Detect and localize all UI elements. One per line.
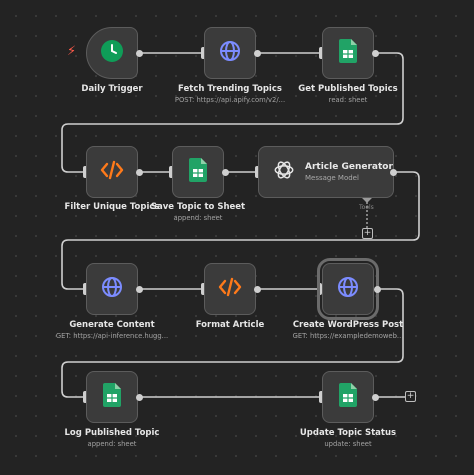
output-port[interactable]: [136, 169, 143, 176]
node-subtitle: GET: https://api-inference.hugg...: [55, 332, 169, 340]
input-port[interactable]: [169, 166, 174, 178]
node-subtitle: read: sheet: [328, 96, 368, 104]
node-save-topic-to-sheet[interactable]: [172, 146, 224, 198]
input-port[interactable]: [83, 166, 88, 178]
node-subtitle: POST: https://api.apify.com/v2/...: [174, 96, 286, 104]
input-port[interactable]: [83, 391, 88, 403]
code-icon: [218, 275, 242, 303]
input-port[interactable]: [201, 283, 206, 295]
tools-label: Tools: [359, 204, 374, 211]
code-icon: [100, 158, 124, 186]
google-sheets-icon: [103, 383, 121, 411]
node-label: Filter Unique Topics: [64, 202, 160, 212]
node-label: Log Published Topic: [64, 428, 160, 438]
node-filter-unique-topics[interactable]: [86, 146, 138, 198]
connection-create-to-log: [61, 288, 404, 398]
node-label: Fetch Trending Topics: [178, 84, 282, 94]
globe-icon: [336, 275, 360, 303]
node-daily-trigger[interactable]: [86, 27, 138, 79]
output-port[interactable]: [372, 50, 379, 57]
add-node-button[interactable]: +: [405, 391, 416, 402]
input-port[interactable]: [83, 283, 88, 295]
add-tool-button[interactable]: +: [362, 228, 373, 239]
node-label: Generate Content: [69, 320, 155, 330]
node-create-wordpress-post[interactable]: [317, 258, 379, 320]
node-label: Format Article: [195, 320, 265, 330]
node-label: Update Topic Status: [299, 428, 397, 438]
node-label: Daily Trigger: [81, 84, 143, 94]
output-port[interactable]: [374, 286, 381, 293]
google-sheets-icon: [339, 383, 357, 411]
google-sheets-icon: [339, 39, 357, 67]
node-label: Create WordPress Post: [292, 320, 404, 330]
openai-icon: [273, 159, 295, 185]
node-subtitle: append: sheet: [87, 440, 137, 448]
clock-icon: [100, 39, 124, 67]
input-port[interactable]: [201, 47, 206, 59]
output-port[interactable]: [136, 394, 143, 401]
node-subtitle: Message Model: [305, 174, 359, 182]
node-get-published-topics[interactable]: [322, 27, 374, 79]
connection-generator-to-generate: [61, 171, 420, 290]
output-port[interactable]: [136, 50, 143, 57]
output-port[interactable]: [136, 286, 143, 293]
output-port[interactable]: [372, 394, 379, 401]
connection-getpublished-to-filter: [61, 52, 404, 173]
globe-icon: [100, 275, 124, 303]
node-update-topic-status[interactable]: [322, 371, 374, 423]
node-label: Save Topic to Sheet: [150, 202, 246, 212]
output-port[interactable]: [254, 50, 261, 57]
output-port[interactable]: [390, 169, 397, 176]
node-generate-content[interactable]: [86, 263, 138, 315]
node-subtitle: GET: https://exampledemoweb...: [292, 332, 404, 340]
node-log-published-topic[interactable]: [86, 371, 138, 423]
google-sheets-icon: [189, 158, 207, 186]
node-article-generator[interactable]: Article Generator Message Model: [258, 146, 394, 198]
node-fetch-trending-topics[interactable]: [204, 27, 256, 79]
output-port[interactable]: [254, 286, 261, 293]
input-port[interactable]: [319, 391, 324, 403]
input-port[interactable]: [317, 283, 322, 295]
trigger-bolt-icon: ⚡: [67, 44, 77, 59]
input-port[interactable]: [255, 166, 260, 178]
output-port[interactable]: [222, 169, 229, 176]
node-subtitle: append: sheet: [173, 214, 223, 222]
input-port[interactable]: [319, 47, 324, 59]
node-title: Article Generator: [305, 162, 393, 172]
globe-icon: [218, 39, 242, 67]
node-format-article[interactable]: [204, 263, 256, 315]
node-subtitle: update: sheet: [324, 440, 372, 448]
node-label: Get Published Topics: [298, 84, 398, 94]
